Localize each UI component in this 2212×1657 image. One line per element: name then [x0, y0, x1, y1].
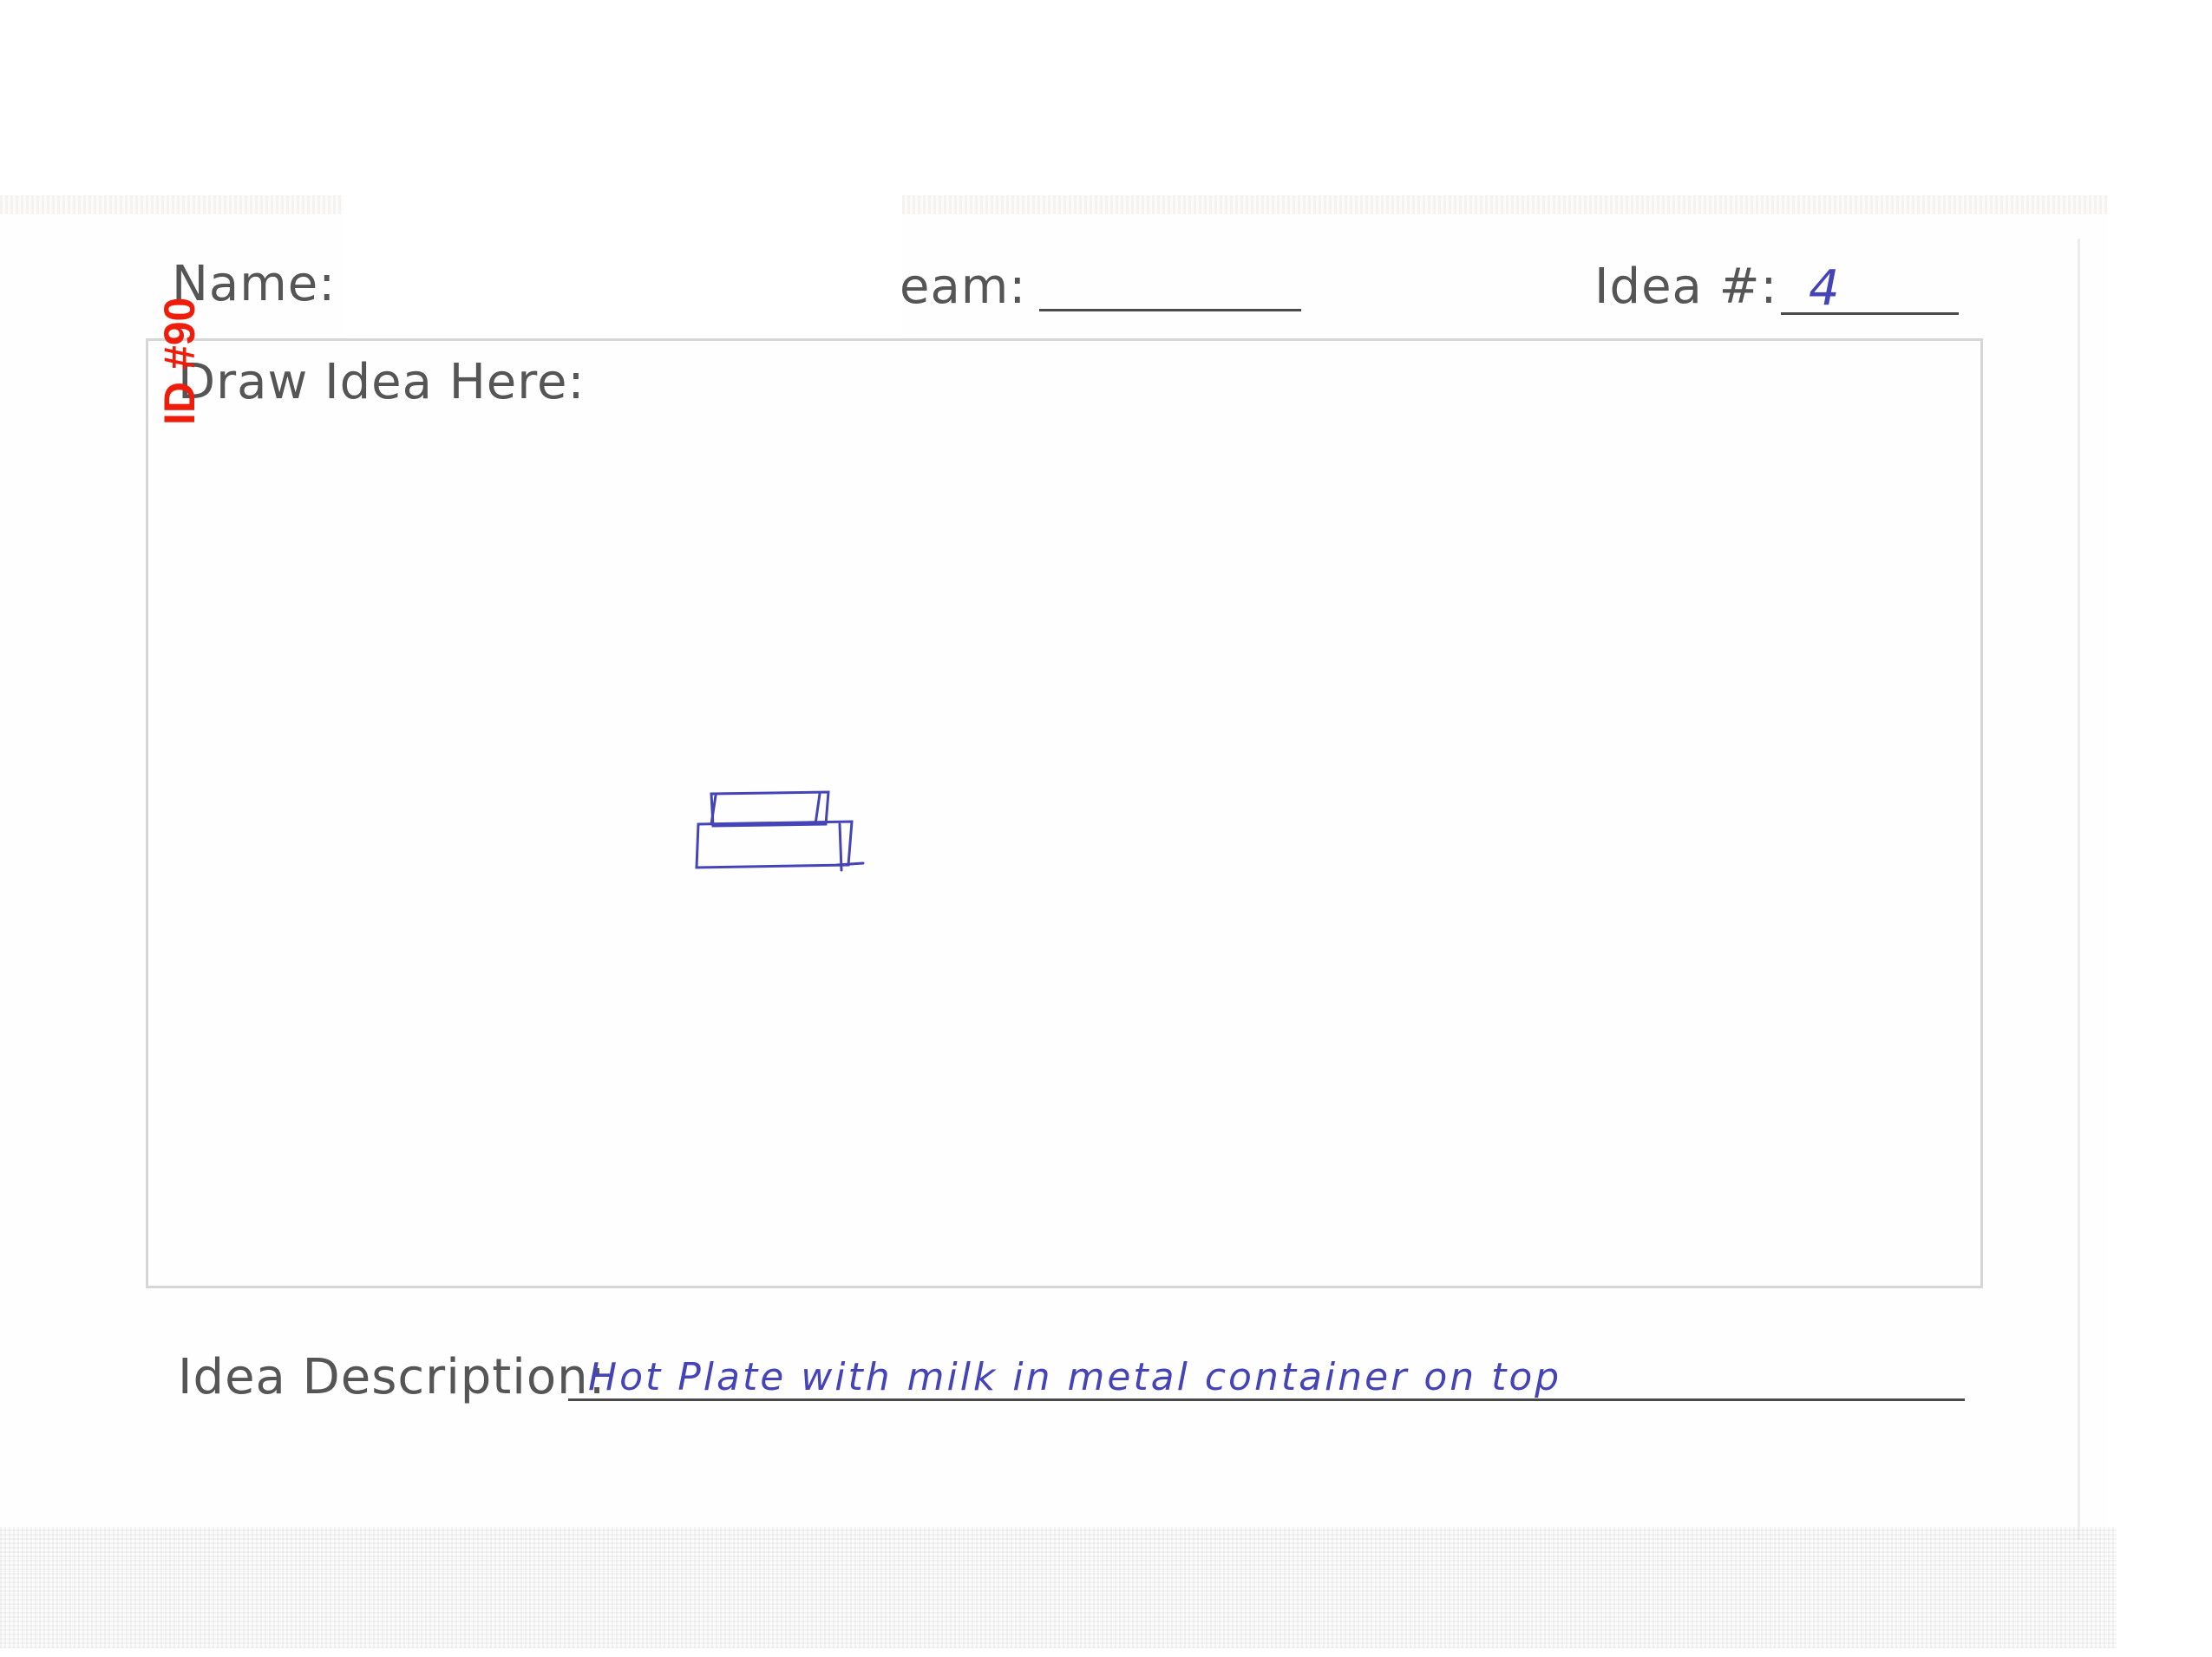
scan-artifact — [0, 195, 343, 214]
idea-description-label: Idea Description: — [178, 1349, 606, 1405]
sketch-plate-edge — [838, 822, 843, 872]
redaction-patch — [343, 195, 902, 338]
scan-artifact — [902, 195, 2108, 214]
sketch-handle-right — [814, 792, 821, 826]
scanned-form-sheet — [0, 195, 2108, 1557]
idea-description-value: Hot Plate with milk in metal container o… — [588, 1355, 1562, 1399]
idea-number-label: Idea #: — [1594, 259, 1778, 315]
hot-plate-sketch — [695, 790, 865, 872]
team-label: eam: — [900, 259, 1027, 315]
idea-number-value: 4 — [1809, 260, 1840, 317]
idea-number-field-line — [1781, 312, 1959, 315]
id-stamp: ID #90 — [155, 297, 204, 425]
sketch-container — [710, 790, 830, 828]
team-field-line — [1039, 309, 1301, 311]
drawing-area — [146, 338, 1983, 1288]
sheet-edge — [2078, 239, 2080, 1540]
description-field-line — [568, 1398, 1965, 1401]
name-label: Name: — [172, 256, 337, 312]
sketch-plate-base — [835, 861, 865, 867]
draw-idea-label: Draw Idea Here: — [178, 354, 586, 410]
sketch-handle-left — [710, 794, 717, 826]
sketch-plate — [695, 820, 854, 869]
scan-artifact — [0, 1527, 2117, 1648]
